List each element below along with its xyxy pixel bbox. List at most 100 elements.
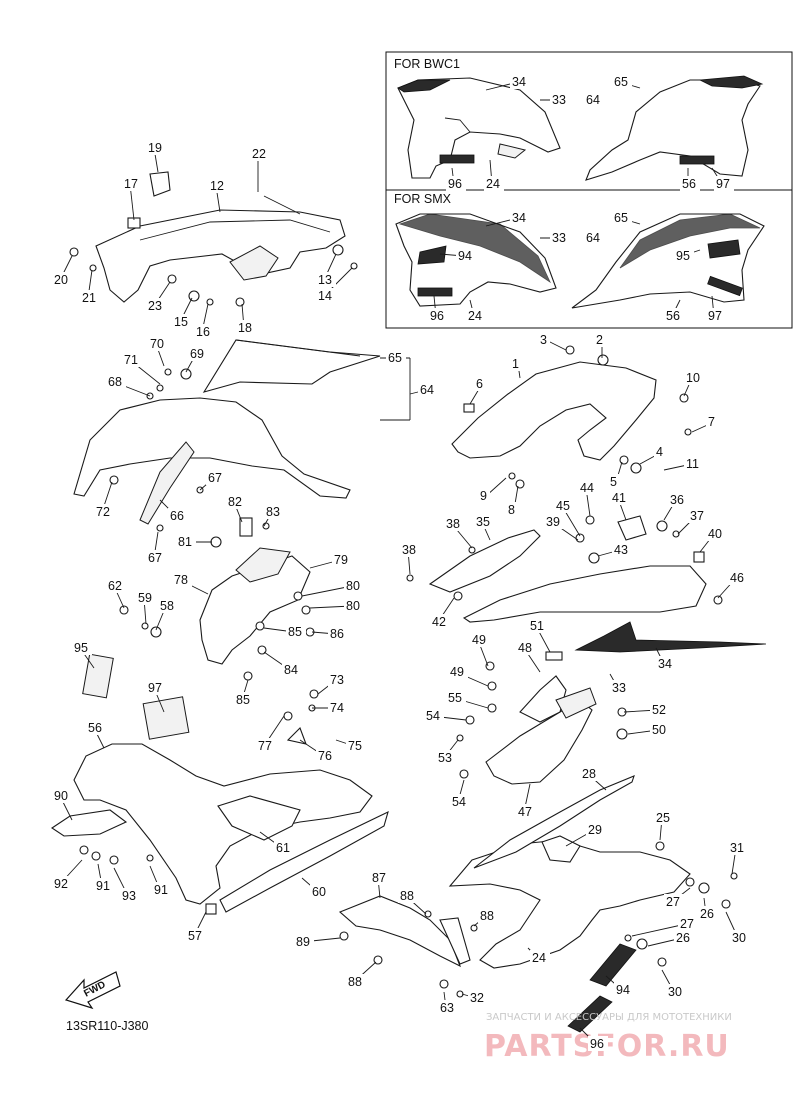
callout-bg-smx-4 <box>456 248 476 263</box>
callout-lower_right-63: 63 <box>440 1001 454 1015</box>
callout-bg-middle-13 <box>234 692 254 707</box>
callout-middle-79: 79 <box>334 553 348 567</box>
callout-bg-lower_left-2 <box>328 672 348 687</box>
callout-right_panel-8: 8 <box>508 503 515 517</box>
callout-side_cover-33: 33 <box>612 681 626 695</box>
callout-bg-lower_right-19 <box>588 1036 608 1051</box>
callout-bg-right_panel-8 <box>684 456 704 471</box>
callout-lower_right-96: 96 <box>590 1037 604 1051</box>
callout-top_bracket-22: 22 <box>252 147 266 161</box>
callout-bg-upper_cowl-3 <box>106 374 126 389</box>
callout-bg-right_panel-1 <box>594 332 606 347</box>
callout-bg-middle-5 <box>344 578 364 593</box>
callout-bg-top_bracket-1 <box>250 146 270 161</box>
callout-lower_right-30: 30 <box>732 931 746 945</box>
callout-right_panel-10: 10 <box>686 371 700 385</box>
callout-bg-top_bracket-2 <box>122 176 142 191</box>
callout-bg-ducts-8 <box>436 750 456 765</box>
callout-bg-middle-8 <box>136 590 156 605</box>
callout-bg-lower_left-4 <box>256 738 276 753</box>
callout-bg-bwc1-6 <box>680 176 700 191</box>
callout-right_panel-3: 3 <box>540 333 547 347</box>
callout-bg-side_cover-13 <box>656 656 676 671</box>
callout-bg-side_cover-3 <box>668 492 688 507</box>
callout-bg-lower_right-10 <box>294 934 314 949</box>
callout-bg-right_panel-4 <box>684 370 704 385</box>
callout-bg-smx-7 <box>466 308 486 323</box>
callout-bg-top_bracket-4 <box>52 272 72 287</box>
callout-top_bracket-13: 13 <box>318 273 332 287</box>
callout-side_cover-36: 36 <box>670 493 684 507</box>
callout-bg-right_panel-3 <box>474 376 486 391</box>
callout-lower_left-73: 73 <box>330 673 344 687</box>
callout-middle-80: 80 <box>346 579 360 593</box>
callout-bg-ducts-9 <box>450 794 470 809</box>
callout-bg-upper_cowl-8 <box>168 508 188 523</box>
callout-ducts-49: 49 <box>472 633 486 647</box>
callout-lower_left-77: 77 <box>258 739 272 753</box>
callout-leader-lower_right-11 <box>631 923 687 937</box>
callout-bg-ducts-7 <box>650 722 670 737</box>
callout-side_cover-43: 43 <box>614 543 628 557</box>
callout-lower_right-32: 32 <box>470 991 484 1005</box>
callout-middle-78: 78 <box>174 573 188 587</box>
callout-bg-side_cover-8 <box>612 542 632 557</box>
callout-ducts-52: 52 <box>652 703 666 717</box>
callout-bg-lower_left-14 <box>310 884 330 899</box>
callout-bg-middle-10 <box>286 624 306 639</box>
callout-upper_cowl-66: 66 <box>170 509 184 523</box>
watermark-tagline: ЗАПЧАСТИ И АКСЕССУАРЫ ДЛЯ МОТОТЕХНИКИ <box>486 1012 732 1023</box>
callout-ducts-55: 55 <box>448 691 462 705</box>
lower-right-cowl <box>338 775 738 1033</box>
callout-bg-bwc1-4 <box>446 176 466 191</box>
callout-bg-ducts-2 <box>516 640 536 655</box>
smx-right-decal-icon <box>707 275 743 297</box>
right-panel <box>451 345 692 489</box>
callout-bg-upper_cowl-5 <box>418 382 438 397</box>
callout-bg-ducts-6 <box>424 708 444 723</box>
callout-lower_right-25: 25 <box>656 811 670 825</box>
callout-bg-upper_cowl-4 <box>386 350 406 365</box>
callout-smx-65: 65 <box>614 211 628 225</box>
lower-left-cowl <box>51 653 389 915</box>
callout-bg-bwc1-0 <box>510 74 530 89</box>
callout-right_panel-1: 1 <box>512 357 519 371</box>
callout-smx-34: 34 <box>512 211 526 225</box>
bwc1-left-fairing <box>397 77 561 179</box>
callout-middle-84: 84 <box>284 663 298 677</box>
callout-lower_left-92: 92 <box>54 877 68 891</box>
callout-lower_left-74: 74 <box>330 701 344 715</box>
callout-bg-top_bracket-3 <box>208 178 228 193</box>
callout-bg-upper_cowl-2 <box>122 352 142 367</box>
drawing-code: 13SR110-J380 <box>66 1019 149 1033</box>
callout-right_panel-11: 11 <box>686 457 699 471</box>
middle-brackets <box>119 517 315 681</box>
callout-bg-side_cover-5 <box>444 516 464 531</box>
callout-smx-95: 95 <box>676 249 690 263</box>
callout-top_bracket-16: 16 <box>196 325 210 339</box>
bwc1-left-decal-icon <box>439 154 475 164</box>
inset-title-smx: FOR SMX <box>394 192 452 206</box>
callout-top_bracket-23: 23 <box>148 299 162 313</box>
callout-ducts-47: 47 <box>518 805 532 819</box>
callout-ducts-53: 53 <box>438 751 452 765</box>
callout-bg-upper_cowl-7 <box>94 504 114 519</box>
callout-side_cover-38: 38 <box>446 517 460 531</box>
callout-right_panel-6: 6 <box>476 377 483 391</box>
callout-lower_right-89: 89 <box>296 935 310 949</box>
callout-smx-33: 33 <box>552 231 566 245</box>
callout-bg-lower_right-9 <box>478 908 498 923</box>
callout-bg-side_cover-10 <box>400 542 420 557</box>
callout-bg-right_panel-2 <box>510 356 522 371</box>
callout-bg-side_cover-1 <box>554 498 574 513</box>
callout-smx-24: 24 <box>468 309 482 323</box>
callout-upper_cowl-67: 67 <box>148 551 162 565</box>
bwc1-right-fairing <box>585 75 764 181</box>
callout-bg-right_panel-5 <box>706 414 718 429</box>
callout-middle-82: 82 <box>228 495 242 509</box>
callout-bg-lower_left-1 <box>146 680 166 695</box>
callout-ducts-51: 51 <box>530 619 544 633</box>
callout-bg-lower_right-3 <box>728 840 748 855</box>
